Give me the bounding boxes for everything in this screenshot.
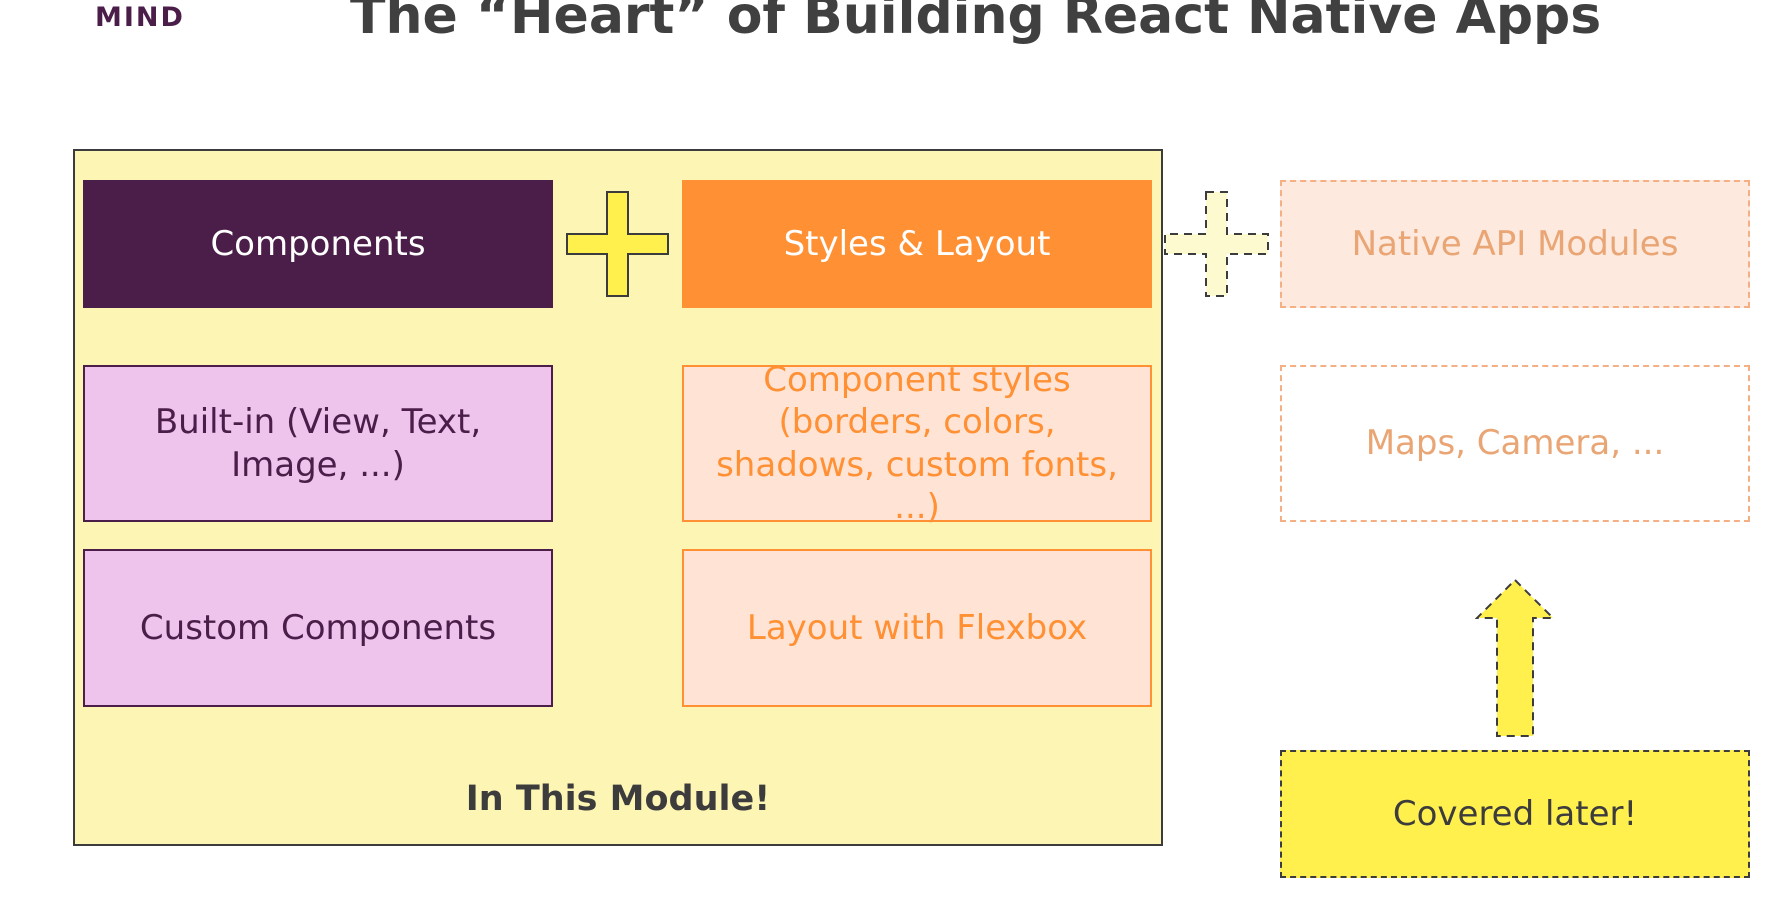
maps-camera-text: Maps, Camera, ... (1365, 423, 1665, 464)
styles-layout-box: Styles & Layout (682, 180, 1152, 308)
brand-logo: MIND (95, 2, 185, 33)
custom-components-text: Custom Components (139, 607, 497, 648)
styles-layout-heading: Styles & Layout (783, 223, 1051, 264)
flexbox-box: Layout with Flexbox (682, 549, 1152, 707)
covered-later-box: Covered later! (1280, 750, 1750, 878)
plus-dashed-icon (1164, 191, 1269, 297)
builtin-components-text: Built-in (View, Text, Image, ...) (154, 402, 482, 485)
builtin-components-box: Built-in (View, Text, Image, ...) (83, 365, 553, 522)
plus-icon (566, 191, 669, 297)
flexbox-text: Layout with Flexbox (746, 607, 1088, 648)
page-title: The “Heart” of Building React Native App… (350, 0, 1602, 46)
covered-later-text: Covered later! (1392, 793, 1638, 834)
arrow-up-icon (1475, 578, 1555, 737)
custom-components-box: Custom Components (83, 549, 553, 707)
components-heading: Components (210, 223, 426, 264)
module-label: In This Module! (465, 779, 771, 819)
native-api-box: Native API Modules (1280, 180, 1750, 308)
native-api-text: Native API Modules (1351, 223, 1679, 264)
component-styles-box: Component styles (borders, colors, shado… (682, 360, 1152, 527)
components-box: Components (83, 180, 553, 308)
maps-camera-box: Maps, Camera, ... (1280, 365, 1750, 522)
component-styles-text: Component styles (borders, colors, shado… (716, 359, 1118, 528)
